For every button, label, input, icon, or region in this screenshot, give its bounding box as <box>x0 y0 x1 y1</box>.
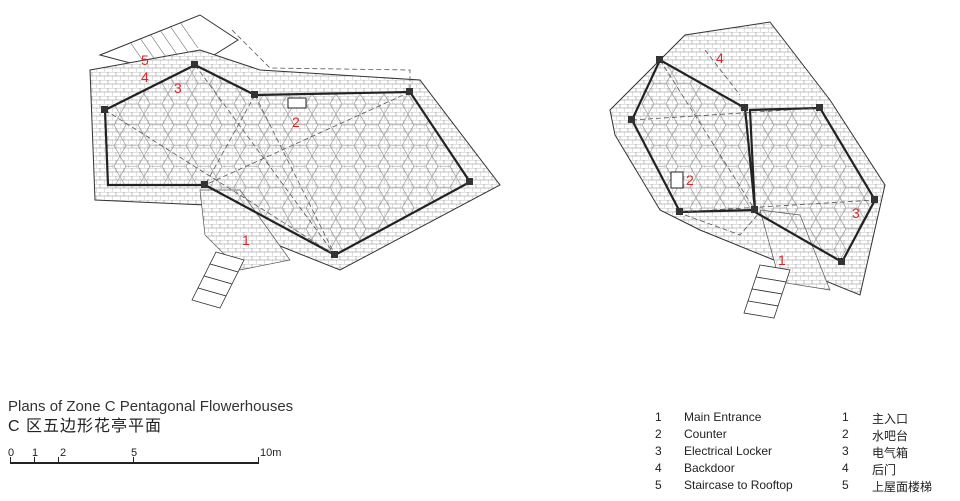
caption-title-cn: C 区五边形花亭平面 <box>8 418 163 435</box>
scale-label: 5 <box>131 447 138 459</box>
scale-tick <box>10 457 11 464</box>
legend-number-cn: 3 <box>842 444 849 458</box>
scale-label: 2 <box>60 447 67 459</box>
legend-row: 5 Staircase to Rooftop 5 上屋面楼梯 <box>650 478 950 495</box>
floor-plans-drawing: 5 4 3 2 1 <box>89 14 886 319</box>
legend-label-en: Counter <box>684 427 727 441</box>
scale-tick <box>258 457 259 464</box>
marker-1-right: 1 <box>778 252 786 268</box>
legend-number-cn: 2 <box>842 427 849 441</box>
left-plan: 5 4 3 2 1 <box>89 14 501 309</box>
entrance-steps <box>191 251 245 309</box>
legend-row: 4 Backdoor 4 后门 <box>650 461 950 478</box>
legend: 1 Main Entrance 1 主入口 2 Counter 2 水吧台 3 … <box>650 410 950 495</box>
legend-label-en: Electrical Locker <box>684 444 773 458</box>
legend-label-en: Staircase to Rooftop <box>684 478 793 492</box>
legend-label-cn: 电气箱 <box>872 446 909 460</box>
legend-row: 2 Counter 2 水吧台 <box>650 427 950 444</box>
legend-number: 3 <box>655 444 662 458</box>
legend-number: 4 <box>655 461 662 475</box>
scale-tick <box>133 457 134 464</box>
legend-label-cn: 后门 <box>872 463 897 477</box>
legend-number-cn: 4 <box>842 461 849 475</box>
legend-label-cn: 主入口 <box>872 412 909 426</box>
scale-label: 1 <box>32 447 39 459</box>
scale-bar-line <box>10 462 258 464</box>
legend-number: 1 <box>655 410 662 424</box>
marker-2: 2 <box>292 114 300 130</box>
marker-3-right: 3 <box>852 205 860 221</box>
entrance-steps-right <box>743 264 791 319</box>
legend-label-en: Main Entrance <box>684 410 762 424</box>
scale-tick <box>58 457 59 464</box>
legend-label-cn: 水吧台 <box>872 429 909 443</box>
scale-tick <box>34 457 35 464</box>
caption-title-en: Plans of Zone C Pentagonal Flowerhouses <box>8 398 294 415</box>
scale-label: 10m <box>260 447 282 459</box>
marker-1: 1 <box>242 232 250 248</box>
legend-row: 1 Main Entrance 1 主入口 <box>650 410 950 427</box>
legend-row: 3 Electrical Locker 3 电气箱 <box>650 444 950 461</box>
legend-label-cn: 上屋面楼梯 <box>872 480 933 494</box>
scale-label: 0 <box>8 447 15 459</box>
marker-5: 5 <box>141 52 149 68</box>
marker-4: 4 <box>141 69 149 85</box>
legend-number: 2 <box>655 427 662 441</box>
marker-4-right: 4 <box>716 50 724 66</box>
legend-label-en: Backdoor <box>684 461 735 475</box>
right-plan: 4 2 3 1 <box>609 21 886 319</box>
marker-2-right: 2 <box>686 172 694 188</box>
legend-number: 5 <box>655 478 662 492</box>
legend-number-cn: 5 <box>842 478 849 492</box>
marker-3: 3 <box>174 80 182 96</box>
legend-number-cn: 1 <box>842 410 849 424</box>
